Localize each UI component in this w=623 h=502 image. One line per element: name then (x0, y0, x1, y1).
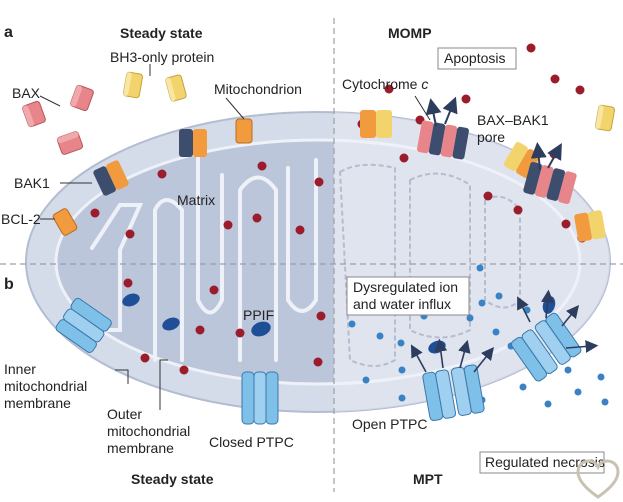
label-closed-ptpc: Closed PTPC (209, 434, 294, 450)
label-pore-line2: pore (477, 129, 505, 145)
heart-icon (576, 459, 620, 499)
dysregulated-box (346, 276, 470, 316)
closed-ptpc (241, 371, 279, 425)
title-mpt: MPT (413, 471, 443, 487)
bak1-bcl2-top (179, 129, 207, 157)
label-inner-line1: Inner (4, 361, 36, 377)
label-bh3-only: BH3-only protein (110, 49, 214, 65)
label-pore-line1: BAX–BAK1 (477, 112, 549, 128)
leader-lines (39, 64, 431, 410)
label-outer-line3: membrane (107, 440, 174, 456)
label-outer-line2: mitochondrial (107, 423, 190, 439)
label-inner-line2: mitochondrial (4, 378, 87, 394)
label-ppif: PPIF (243, 307, 274, 323)
title-b-steady-state: Steady state (131, 471, 214, 487)
title-a-steady-state: Steady state (120, 25, 203, 41)
label-cytochrome-c: Cytochrome c (342, 76, 428, 92)
label-open-ptpc: Open PTPC (352, 416, 427, 432)
label-dysregulated-line2: and water influx (353, 296, 451, 312)
label-outer-line1: Outer (107, 406, 142, 422)
panel-letter-a: a (4, 24, 13, 41)
open-ptpc-1 (422, 364, 485, 422)
bak1-bcl2-left (93, 160, 129, 196)
label-bcl2: BCL-2 (1, 211, 41, 227)
cytochrome-c-dots (90, 43, 587, 375)
free-bax-proteins (22, 84, 94, 155)
cristae-left (90, 156, 318, 362)
panel-letter-b: b (4, 276, 14, 293)
label-matrix: Matrix (177, 192, 215, 208)
label-regulated-necrosis: Regulated necrosis (485, 454, 605, 470)
bax-bak1-pore-1 (417, 120, 469, 160)
bh3-only-proteins (123, 71, 615, 132)
apoptosis-box (437, 47, 517, 70)
influx-arrows (410, 289, 599, 373)
label-bax: BAX (12, 85, 41, 101)
pore-arrows (425, 96, 562, 171)
label-dysregulated-line1: Dysregulated ion (353, 279, 458, 295)
ptpc-left-membrane (55, 297, 112, 353)
title-momp: MOMP (388, 25, 432, 41)
label-bak1: BAK1 (14, 175, 50, 191)
membrane-proteins (52, 110, 606, 242)
open-ptpc-2 (511, 312, 582, 382)
label-mitochondrion: Mitochondrion (214, 81, 302, 97)
label-inner-line3: membrane (4, 395, 71, 411)
bax-bak1-pore-2 (523, 162, 577, 204)
label-apoptosis: Apoptosis (444, 50, 505, 66)
